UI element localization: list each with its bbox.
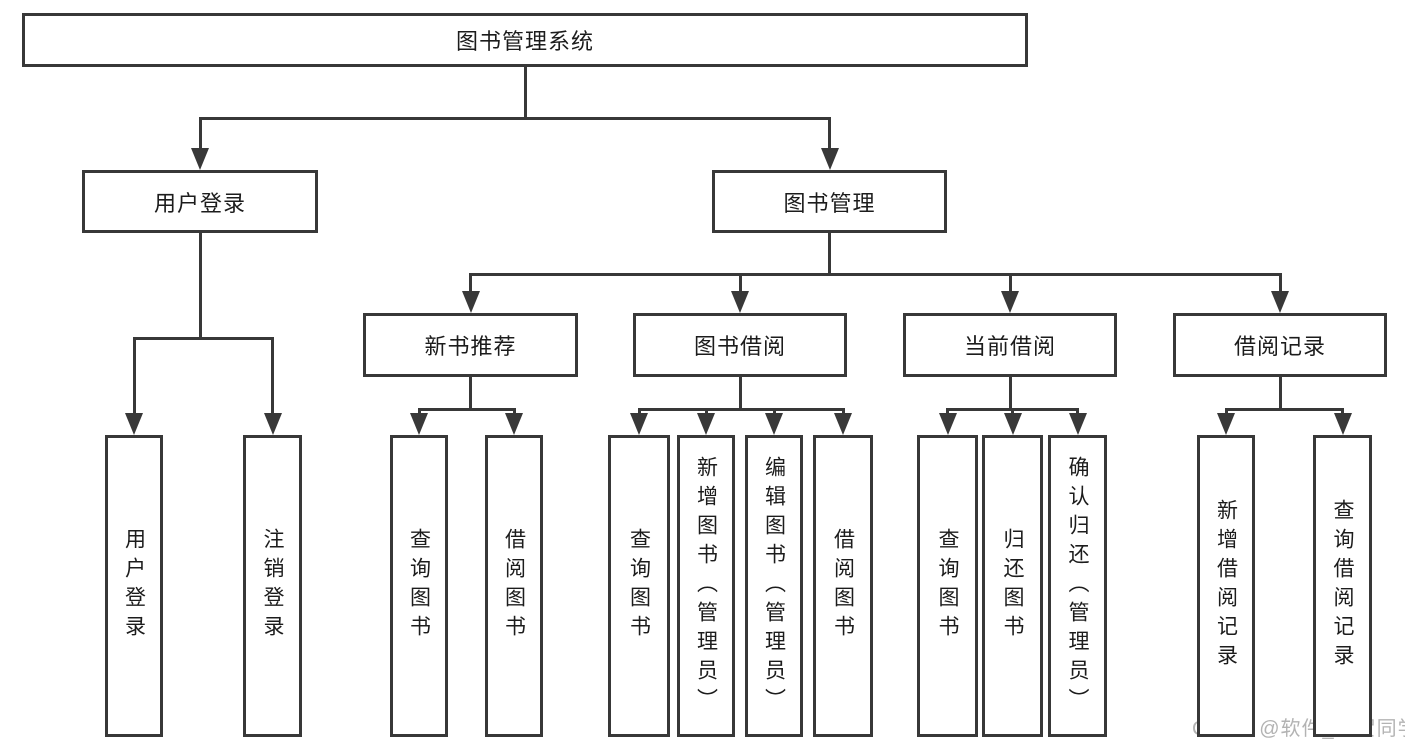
connector-line bbox=[198, 117, 831, 120]
connector-line bbox=[198, 233, 202, 340]
connector-line bbox=[637, 408, 845, 411]
node-root: 图书管理系统 bbox=[22, 13, 1028, 67]
node-c-confirm: 确认归还（管理员） bbox=[1048, 435, 1107, 737]
node-label: 查询图书 bbox=[407, 528, 431, 644]
arrowhead-down-icon bbox=[1068, 413, 1087, 435]
arrowhead-down-icon bbox=[834, 413, 852, 435]
connector-line bbox=[828, 233, 831, 276]
node-b-borrow: 借阅图书 bbox=[813, 435, 873, 737]
node-label: 图书管理系统 bbox=[455, 29, 594, 54]
arrowhead-down-icon bbox=[1333, 413, 1352, 435]
arrowhead-down-icon bbox=[765, 413, 783, 435]
arrowhead-down-icon bbox=[1001, 291, 1019, 313]
arrowhead-down-icon bbox=[697, 413, 715, 435]
node-label: 新增借阅记录 bbox=[1214, 499, 1238, 673]
node-label: 注销登录 bbox=[261, 528, 284, 644]
arrowhead-down-icon bbox=[1003, 413, 1022, 435]
arrowhead-down-icon bbox=[731, 291, 749, 313]
connector-line bbox=[132, 337, 274, 340]
connector-line bbox=[469, 276, 472, 293]
connector-line bbox=[1278, 276, 1282, 293]
connector-line bbox=[132, 340, 136, 415]
connector-line bbox=[946, 408, 1079, 411]
node-label: 借阅图书 bbox=[502, 528, 526, 644]
node-label: 新书推荐 bbox=[424, 334, 517, 359]
connector-line bbox=[738, 377, 742, 411]
node-b-edit: 编辑图书（管理员） bbox=[745, 435, 803, 737]
node-c-query: 查询图书 bbox=[917, 435, 978, 737]
connector-line bbox=[1224, 408, 1344, 411]
node-logout-leaf: 注销登录 bbox=[243, 435, 302, 737]
node-login-leaf: 用户登录 bbox=[105, 435, 163, 737]
node-label: 借阅图书 bbox=[831, 528, 855, 644]
connector-line bbox=[417, 408, 516, 411]
node-label: 图书借阅 bbox=[693, 334, 786, 359]
arrowhead-down-icon bbox=[820, 148, 839, 170]
arrowhead-down-icon bbox=[461, 291, 480, 313]
node-borrow: 图书借阅 bbox=[633, 313, 847, 377]
node-label: 借阅记录 bbox=[1233, 334, 1326, 359]
arrowhead-down-icon bbox=[505, 413, 523, 435]
node-mgmt: 图书管理 bbox=[712, 170, 947, 233]
connector-line bbox=[469, 377, 472, 411]
node-label: 用户登录 bbox=[122, 528, 146, 644]
connector-line bbox=[1008, 377, 1012, 411]
node-label: 查询图书 bbox=[936, 528, 959, 644]
node-b-add: 新增图书（管理员） bbox=[677, 435, 735, 737]
arrowhead-down-icon bbox=[125, 413, 143, 435]
node-label: 归还图书 bbox=[1001, 528, 1024, 644]
arrowhead-down-icon bbox=[630, 413, 648, 435]
node-record: 借阅记录 bbox=[1173, 313, 1387, 377]
node-login: 用户登录 bbox=[82, 170, 318, 233]
node-rec-query: 查询图书 bbox=[390, 435, 448, 737]
node-label: 图书管理 bbox=[783, 190, 876, 216]
connector-line bbox=[198, 120, 202, 150]
connector-line bbox=[828, 120, 831, 150]
connector-line bbox=[1278, 377, 1282, 411]
node-label: 新增图书（管理员） bbox=[694, 455, 718, 717]
connector-line bbox=[469, 273, 1282, 276]
arrowhead-down-icon bbox=[263, 413, 282, 435]
node-r-add: 新增借阅记录 bbox=[1197, 435, 1255, 737]
node-c-return: 归还图书 bbox=[982, 435, 1043, 737]
node-r-query: 查询借阅记录 bbox=[1313, 435, 1372, 737]
node-label: 确认归还（管理员） bbox=[1066, 455, 1089, 717]
connector-line bbox=[738, 276, 742, 293]
connector-line bbox=[1008, 276, 1012, 293]
arrowhead-down-icon bbox=[1217, 413, 1235, 435]
connector-line bbox=[523, 67, 527, 120]
arrowhead-down-icon bbox=[938, 413, 957, 435]
connector-line bbox=[271, 340, 274, 415]
node-label: 用户登录 bbox=[153, 190, 246, 216]
arrowhead-down-icon bbox=[410, 413, 428, 435]
arrowhead-down-icon bbox=[1271, 291, 1289, 313]
node-label: 查询借阅记录 bbox=[1331, 499, 1354, 673]
node-rec-borrow: 借阅图书 bbox=[485, 435, 543, 737]
node-label: 当前借阅 bbox=[963, 334, 1056, 359]
node-b-query: 查询图书 bbox=[608, 435, 670, 737]
node-rec: 新书推荐 bbox=[363, 313, 578, 377]
node-label: 查询图书 bbox=[627, 528, 651, 644]
node-label: 编辑图书（管理员） bbox=[762, 455, 786, 717]
arrowhead-down-icon bbox=[191, 148, 209, 170]
node-current: 当前借阅 bbox=[903, 313, 1117, 377]
